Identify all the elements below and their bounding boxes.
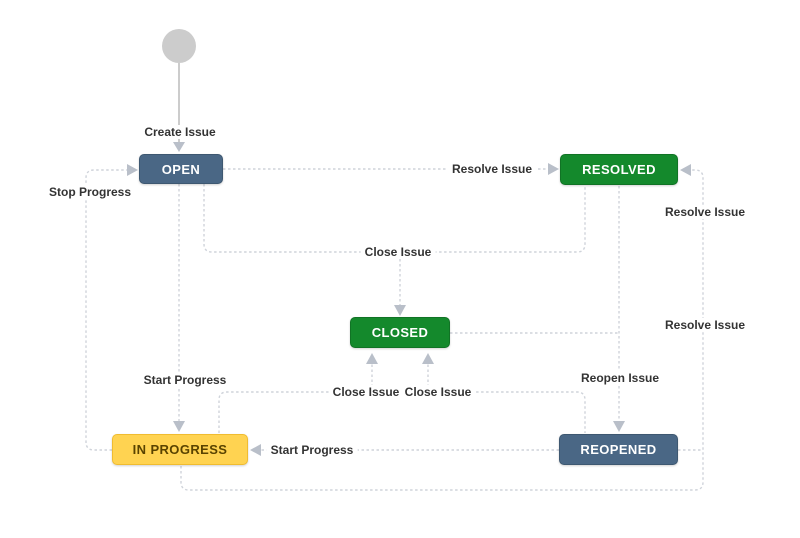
arrowhead-start-progress-open: [173, 421, 185, 432]
arrowhead-close-issue-left: [366, 353, 378, 364]
transition-label-start-progress-open[interactable]: Start Progress: [139, 373, 231, 387]
transition-label-create-issue[interactable]: Create Issue: [140, 125, 220, 139]
transition-label-start-progress-reopened[interactable]: Start Progress: [266, 443, 358, 457]
status-node-closed[interactable]: CLOSED: [350, 317, 450, 348]
arrowhead-stop-progress: [127, 164, 138, 176]
status-node-reopened[interactable]: REOPENED: [559, 434, 678, 465]
edge-stop-progress: [85, 169, 127, 451]
start-node[interactable]: [162, 29, 196, 63]
edge-close-issue-top-rail: [203, 184, 586, 253]
arrowhead-start-progress-reopened: [250, 444, 261, 456]
arrowhead-close-issue-right: [422, 353, 434, 364]
status-node-open[interactable]: OPEN: [139, 154, 223, 184]
arrowhead-resolve-issue-right: [680, 164, 691, 176]
transition-label-close-issue-reopened[interactable]: Close Issue: [400, 385, 476, 399]
status-node-in-progress[interactable]: IN PROGRESS: [112, 434, 248, 465]
arrowhead-reopen-issue: [613, 421, 625, 432]
arrowhead-close-issue-top: [394, 305, 406, 316]
transition-label-stop-progress[interactable]: Stop Progress: [44, 185, 136, 199]
transition-label-resolve-issue-open[interactable]: Resolve Issue: [447, 162, 537, 176]
transition-label-resolve-issue-right-upper[interactable]: Resolve Issue: [660, 205, 750, 219]
transition-label-close-issue-in-progress[interactable]: Close Issue: [328, 385, 404, 399]
arrowhead-create-issue: [173, 142, 185, 152]
arrowhead-resolve-issue-open: [548, 163, 559, 175]
transition-label-reopen-issue[interactable]: Reopen Issue: [576, 371, 664, 385]
transition-label-resolve-issue-right-lower[interactable]: Resolve Issue: [660, 318, 750, 332]
transition-label-close-issue-top[interactable]: Close Issue: [360, 245, 436, 259]
status-node-resolved[interactable]: RESOLVED: [560, 154, 678, 185]
edge-resolve-issue-loop: [180, 169, 704, 491]
